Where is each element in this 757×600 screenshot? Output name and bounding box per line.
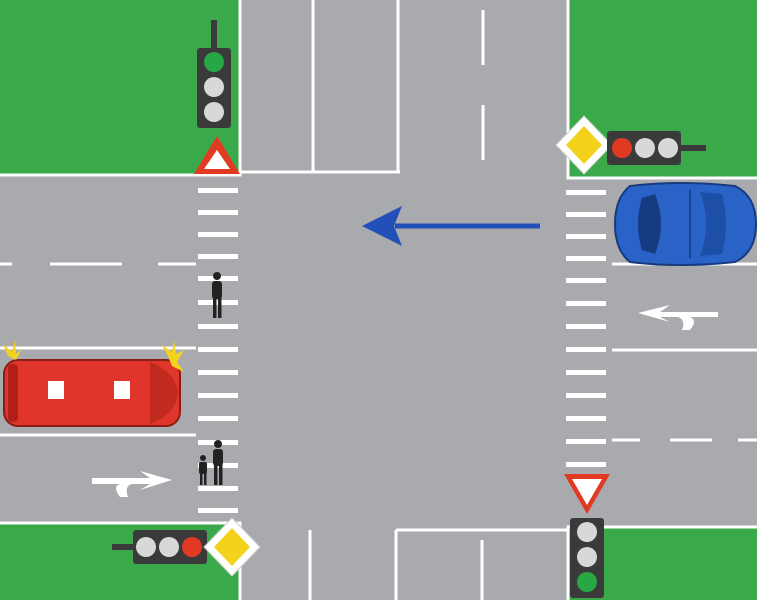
crosswalk-right [566, 190, 606, 467]
direction-arrow-icon [362, 206, 540, 246]
bottom-road-markings [308, 528, 568, 600]
priority-road-icon [555, 115, 613, 175]
top-road-markings [240, 0, 485, 174]
hazard-light-icon [3, 340, 184, 372]
pedestrian-icon [212, 272, 222, 318]
left-road-markings [0, 262, 196, 437]
yield-sign-icon [564, 474, 610, 514]
red-car [3, 340, 184, 427]
traffic-light-top-left [197, 20, 231, 128]
blue-car [613, 182, 757, 266]
priority-road-icon [203, 517, 261, 577]
turn-arrow-left-lane-icon [92, 471, 172, 497]
pedestrian-child-icon [199, 455, 207, 485]
traffic-light-bottom-right [570, 518, 604, 598]
traffic-light-bottom-left [112, 530, 207, 564]
pedestrian-adult-icon [213, 440, 223, 485]
warning-triangle-icon [194, 136, 240, 174]
turn-arrow-right-lane-icon [638, 305, 718, 330]
traffic-light-top-right [607, 131, 706, 165]
